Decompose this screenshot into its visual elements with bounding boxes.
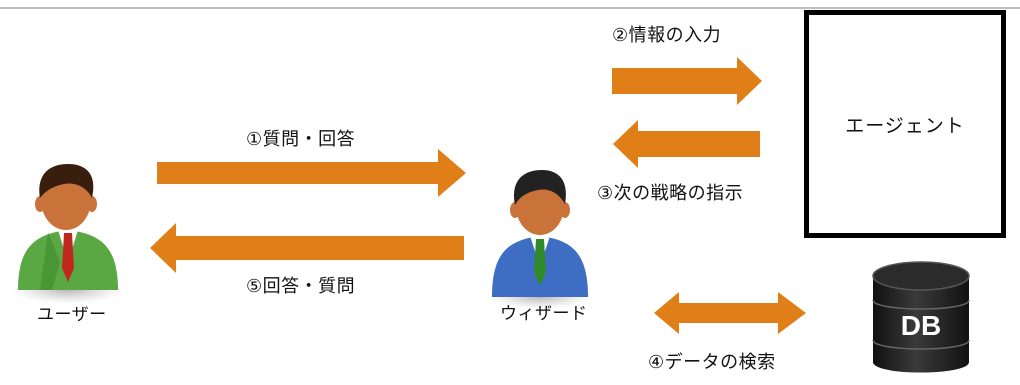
arrow-step4: [654, 292, 806, 334]
agent-box: エージェント: [804, 10, 1006, 238]
wizard-icon: [488, 170, 592, 309]
step3-label: ③次の戦略の指示: [597, 183, 744, 204]
agent-label: エージェント: [845, 114, 965, 137]
user-icon: [12, 164, 124, 304]
step2-label: ②情報の入力: [612, 25, 722, 46]
wizard-label: ウィザード: [500, 304, 588, 324]
database-icon: DB: [872, 261, 970, 373]
user-label: ユーザー: [37, 305, 107, 325]
step5-label: ⑤回答・質問: [246, 276, 356, 297]
step1-label: ①質問・回答: [246, 129, 356, 150]
arrow-step1: [157, 149, 466, 197]
step4-label: ④データの検索: [648, 352, 776, 373]
arrow-step3: [613, 120, 760, 168]
arrow-step5: [150, 223, 464, 273]
top-divider: [0, 7, 1020, 9]
arrow-step2: [612, 57, 762, 105]
db-label: DB: [901, 310, 941, 341]
